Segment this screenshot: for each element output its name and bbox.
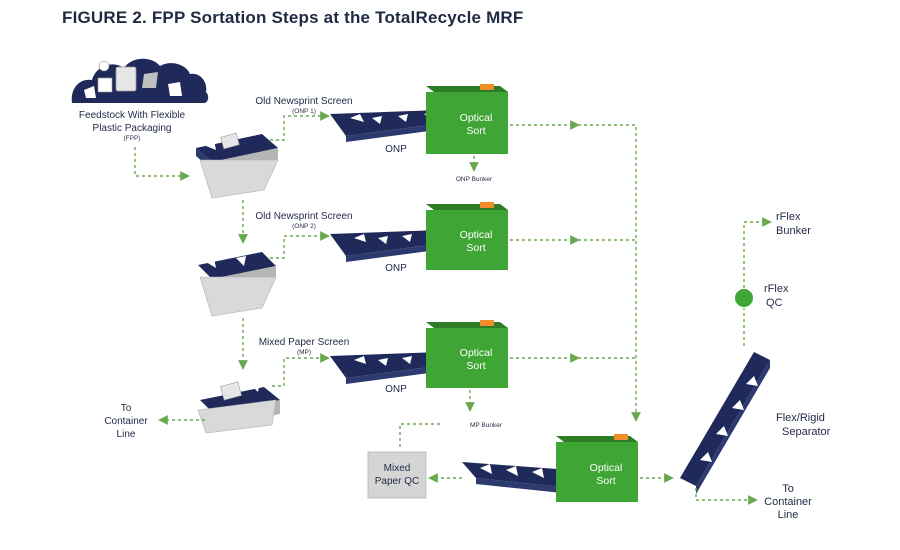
left-output-line3: Line [117, 429, 136, 440]
separator-line2: Separator [782, 426, 831, 438]
conveyor-3-label: ONP [385, 384, 407, 395]
onp-bunker-label: ONP Bunker [456, 176, 493, 183]
hopper-1-icon [196, 132, 279, 199]
optical-sort-1-line1: Optical [460, 112, 493, 124]
right-output-line3: Line [778, 509, 799, 521]
screen-1-name: Old Newsprint Screen [255, 96, 352, 107]
screen-2-abbr: (ONP 2) [292, 223, 316, 230]
optical-sort-1-line2: Sort [466, 125, 485, 137]
separator-line1: Flex/Rigid [776, 412, 825, 424]
feedstock-to-hopper-flow [134, 147, 190, 181]
mp-bunker-label: MP Bunker [470, 422, 503, 429]
screen3-to-conveyor-flow [272, 353, 330, 387]
feedstock-pile-icon [71, 58, 209, 103]
right-output-line1: To [782, 483, 794, 495]
left-output-line2: Container [104, 416, 148, 427]
left-output-line1: To [121, 403, 132, 414]
flex-rigid-separator [680, 352, 770, 494]
final-sort-line2: Sort [596, 475, 615, 487]
final-sort-line1: Optical [590, 462, 623, 474]
final-optical-sort [556, 434, 638, 502]
screen2-to-conveyor-flow [270, 231, 330, 259]
separator-to-container-flow [695, 488, 758, 505]
hopper-2-icon [198, 252, 277, 317]
final-conveyor [462, 462, 572, 494]
optical-sort-3 [426, 320, 508, 388]
rflex-bunker-line2: Bunker [776, 225, 811, 237]
feedstock-label-line1: Feedstock With Flexible [79, 110, 186, 121]
screen-3-name: Mixed Paper Screen [259, 337, 350, 348]
conveyor-2 [330, 230, 452, 262]
conveyor-1 [330, 110, 452, 142]
mixed-paper-qc-line2: Paper QC [375, 476, 419, 487]
sort1-right-flow-b [578, 124, 641, 422]
qc-to-bunker-flow [743, 217, 772, 288]
right-output-line2: Container [764, 496, 812, 508]
optical-sort-1 [426, 84, 508, 154]
feedstock-label-line2: Plastic Packaging [93, 123, 172, 134]
rflex-bunker-line1: rFlex [776, 211, 801, 223]
figure-title: FIGURE 2. FPP Sortation Steps at the Tot… [62, 8, 524, 27]
optical-sort-2 [426, 202, 508, 270]
optical-sort-2-line2: Sort [466, 242, 485, 254]
conveyor-1-label: ONP [385, 144, 407, 155]
conveyor-2-label: ONP [385, 263, 407, 274]
rflex-qc-node [735, 289, 753, 307]
screen-2-name: Old Newsprint Screen [255, 211, 352, 222]
hopper-3-icon [197, 381, 280, 434]
optical-sort-3-line1: Optical [460, 347, 493, 359]
screen-1-abbr: (ONP 1) [292, 108, 316, 115]
mp-bunker-to-qc-line [399, 423, 440, 450]
optical-sort-3-line2: Sort [466, 360, 485, 372]
screen-3-abbr: (MP) [297, 349, 311, 356]
screen1-to-conveyor-flow [270, 111, 330, 141]
rflex-qc-line1: rFlex [764, 283, 789, 295]
feedstock-label-abbr: (FPP) [124, 135, 141, 142]
optical-sort-2-line1: Optical [460, 229, 493, 241]
mixed-paper-qc-box [367, 451, 427, 499]
rflex-qc-line2: QC [766, 297, 783, 309]
mixed-paper-qc-line1: Mixed [384, 463, 411, 474]
